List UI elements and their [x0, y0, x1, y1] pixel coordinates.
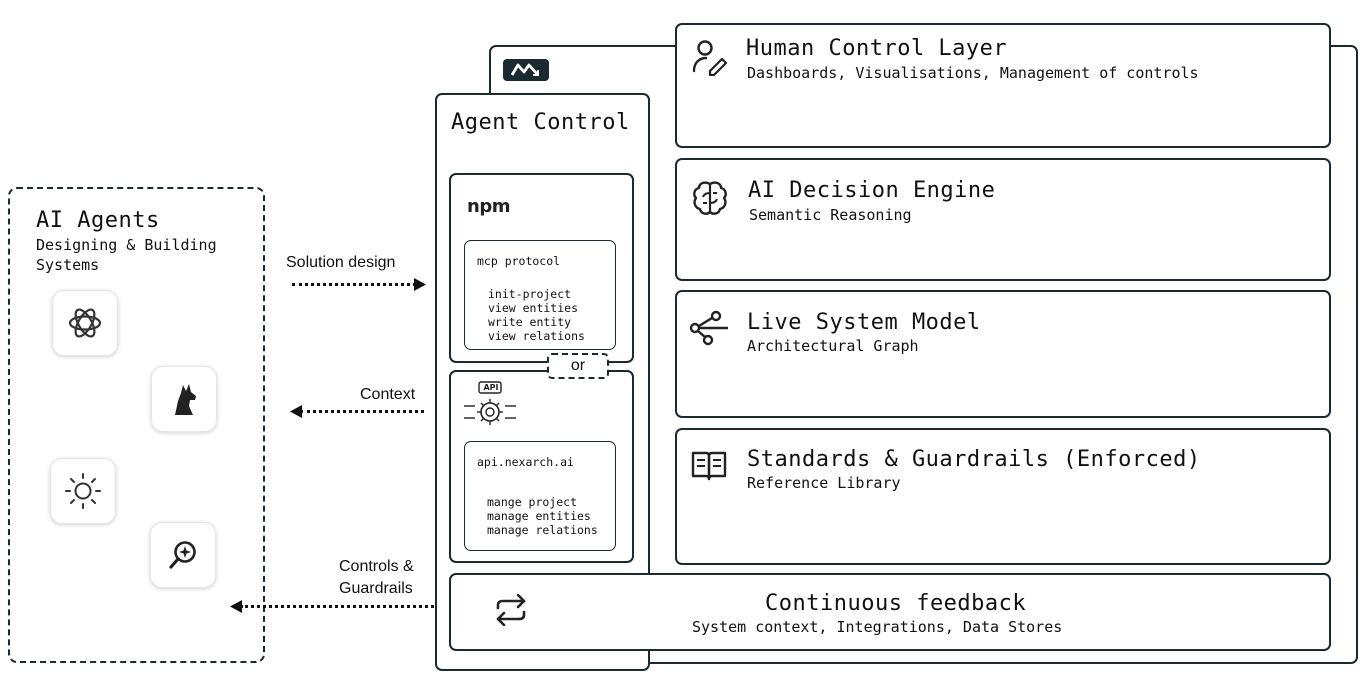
- api-endpoint-title: api.nexarch.ai: [477, 455, 574, 469]
- live-system-model-card[interactable]: [675, 290, 1331, 418]
- ai-decision-engine-card[interactable]: [675, 158, 1331, 281]
- repeat-arrows-icon: [496, 594, 526, 626]
- solution-design-arrow-line: [292, 283, 416, 286]
- feedback-subtitle: System context, Integrations, Data Store…: [692, 618, 1063, 636]
- api-endpoint-box: [464, 441, 616, 551]
- api-command: mange project: [487, 495, 578, 509]
- agent-control-title: Agent Control: [451, 110, 630, 135]
- standards-guardrails-card[interactable]: [675, 428, 1331, 565]
- mcp-protocol-box: [464, 240, 616, 350]
- human-control-layer-card[interactable]: [675, 23, 1331, 148]
- standards-subtitle: Reference Library: [747, 474, 901, 492]
- context-arrow-line: [300, 410, 424, 413]
- controls-arrowhead: [230, 600, 242, 613]
- nexarch-logo-icon: [510, 63, 540, 76]
- book-icon: [691, 451, 727, 481]
- api-command-list: mange project manage entities manage rel…: [487, 495, 598, 537]
- mcp-command: view relations: [488, 329, 585, 343]
- solution-design-arrowhead: [414, 278, 426, 291]
- api-command: manage entities: [487, 509, 591, 523]
- openai-icon: [68, 308, 102, 338]
- mcp-protocol-title: mcp protocol: [477, 254, 561, 268]
- mcp-command: init-project: [488, 287, 572, 301]
- ai-decision-title: AI Decision Engine: [748, 178, 996, 203]
- feedback-title: Continuous feedback: [765, 591, 1027, 616]
- api-gear-icon: [462, 381, 518, 436]
- api-badge: API: [483, 383, 499, 392]
- controls-label-line2: Guardrails: [339, 580, 413, 597]
- controls-arrow-line: [240, 605, 476, 608]
- ai-agents-subtitle-line1: Designing & Building: [36, 236, 217, 254]
- controls-label-line1: Controls &: [339, 558, 414, 575]
- sun-icon: [65, 473, 101, 509]
- live-system-subtitle: Architectural Graph: [747, 337, 919, 355]
- context-arrowhead: [290, 405, 302, 418]
- or-label: or: [570, 357, 586, 374]
- graph-nodes-icon: [689, 310, 728, 346]
- magnifier-sparkle-icon: [169, 541, 196, 569]
- ai-agents-panel: [8, 187, 265, 663]
- standards-title: Standards & Guardrails (Enforced): [747, 447, 1201, 472]
- live-system-title: Live System Model: [747, 310, 981, 335]
- brain-icon: [693, 181, 727, 215]
- mcp-command-list: init-project view entities write entity …: [488, 287, 585, 343]
- mcp-command: view entities: [488, 301, 579, 315]
- human-control-subtitle: Dashboards, Visualisations, Management o…: [747, 64, 1199, 82]
- nexarch-logo: [503, 59, 549, 81]
- or-badge: or: [547, 353, 609, 379]
- openai-agent-tile[interactable]: [52, 290, 118, 356]
- llama-agent-tile[interactable]: [151, 366, 217, 432]
- human-control-title: Human Control Layer: [746, 36, 1008, 61]
- mcp-command: write entity: [488, 315, 572, 329]
- ai-agents-subtitle-line2: Systems: [36, 256, 100, 274]
- context-label: Context: [360, 386, 416, 403]
- user-edit-icon: [692, 40, 728, 76]
- ai-decision-subtitle: Semantic Reasoning: [749, 206, 912, 224]
- search-agent-tile[interactable]: [150, 522, 216, 588]
- api-command: manage relations: [487, 523, 598, 537]
- ai-agents-title: AI Agents: [36, 208, 160, 233]
- sun-agent-tile[interactable]: [50, 458, 116, 524]
- npm-logo: npm: [467, 196, 510, 217]
- llama-icon: [175, 384, 196, 415]
- continuous-feedback-card[interactable]: [449, 573, 1331, 651]
- solution-design-label: Solution design: [286, 254, 396, 271]
